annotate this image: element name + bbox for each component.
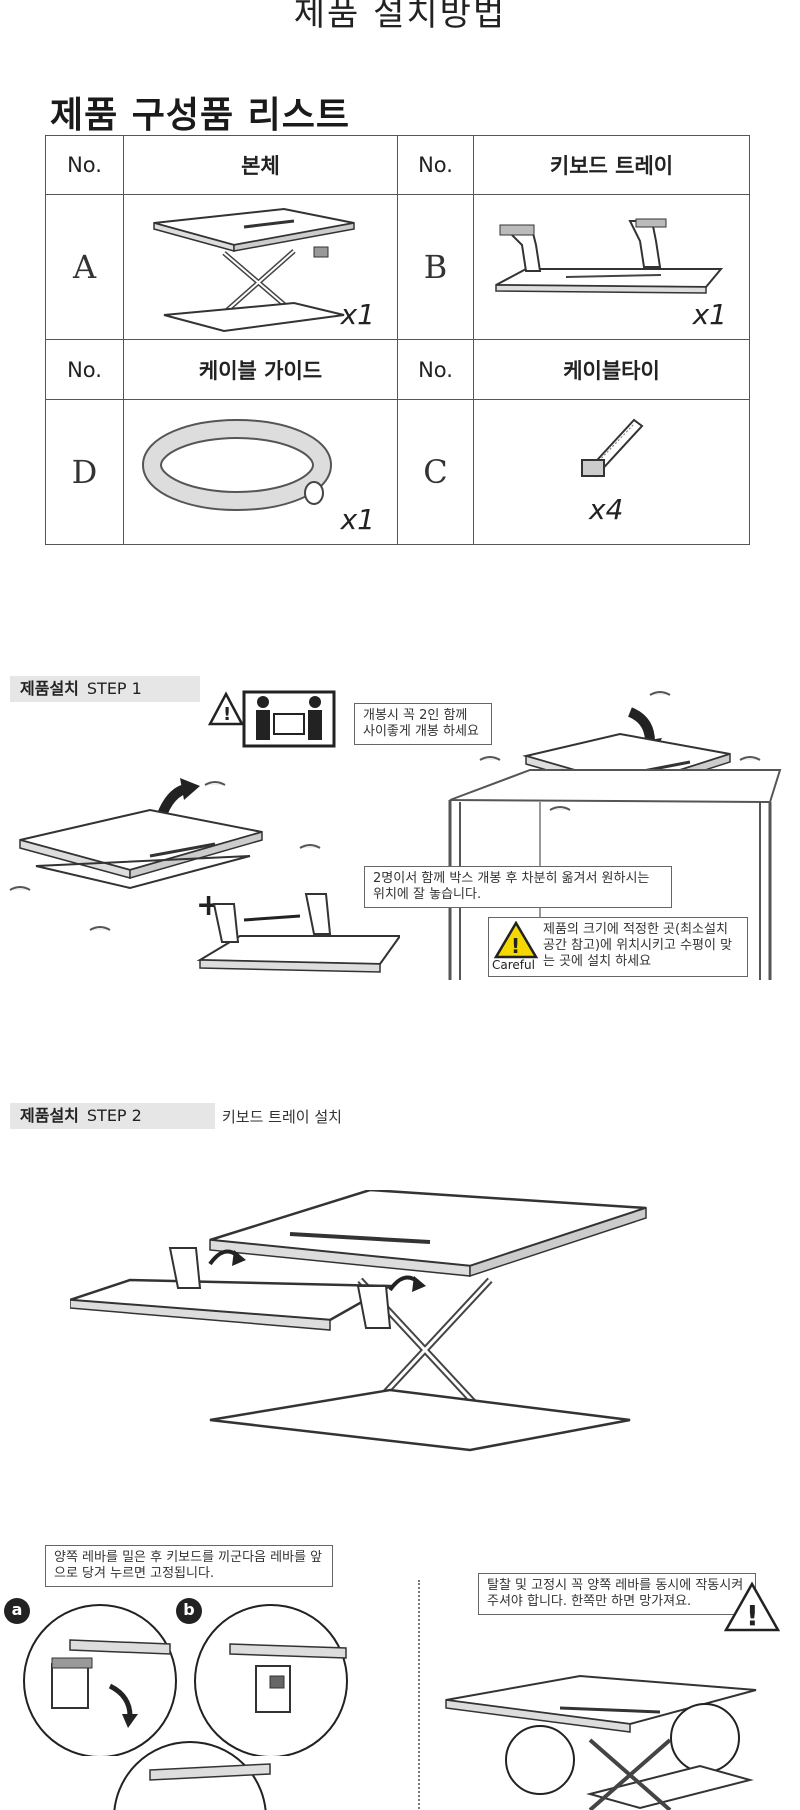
step1-label-step: STEP 1 — [86, 679, 142, 698]
part-header-keyboard-tray: 키보드 트레이 — [473, 134, 750, 196]
svg-text:!: ! — [511, 934, 520, 958]
part-letter-d: D — [45, 398, 124, 546]
no-header: No. — [45, 339, 124, 400]
part-letter-b: B — [397, 194, 474, 341]
step1-label-bold: 제품설치 — [20, 679, 79, 698]
table-row: No. 본체 No. 키보드 트레이 — [45, 134, 750, 196]
note-lever-lock: 양쪽 레바를 밀은 후 키보드를 끼군다음 레바를 앞으로 당겨 누르면 고정됩… — [45, 1545, 333, 1587]
caution-icon: ! — [494, 921, 538, 959]
parts-table: No. 본체 No. 키보드 트레이 A x1 B — [45, 134, 750, 546]
part-letter-a: A — [45, 194, 124, 341]
desk-placement-illustration — [448, 691, 782, 980]
careful-label: Careful — [492, 958, 535, 972]
part-header-main-body: 본체 — [123, 134, 398, 196]
cable-tie-icon — [581, 418, 644, 477]
part-cell-cable-guide: x1 — [123, 398, 398, 546]
lever-detail-a-illustration — [23, 1604, 177, 1756]
step1-label: 제품설치 STEP 1 — [10, 676, 200, 702]
badge-b: b — [176, 1598, 202, 1624]
part-header-cable-guide: 케이블 가이드 — [123, 339, 398, 400]
part-cell-main-body: x1 — [123, 194, 398, 341]
part-qty: x1 — [340, 503, 375, 536]
desk-unboxing-illustration: + — [9, 778, 400, 973]
part-qty: x1 — [692, 298, 727, 332]
note-move-and-place: 2명이서 함께 박스 개봉 후 차분히 옮겨서 원하시는 위치에 잘 놓습니다. — [364, 866, 672, 908]
desk-converter-icon — [153, 208, 355, 333]
no-header: No. — [397, 134, 474, 196]
part-cell-cable-tie: x4 — [473, 398, 750, 546]
table-row: D x1 C x4 — [45, 398, 750, 546]
desk-lever-overview-illustration — [445, 1674, 757, 1810]
step2-label-bold: 제품설치 — [20, 1106, 79, 1125]
note-two-person: 개봉시 꼭 2인 함께 사이좋게 개봉 하세요 — [354, 703, 492, 745]
part-qty: x4 — [589, 493, 624, 526]
step2-description: 키보드 트레이 설치 — [222, 1108, 342, 1126]
note-both-levers-warning: 탈찰 및 고정시 꼭 양쪽 레바를 동시에 작동시켜 주셔야 합니다. 한쪽만 … — [478, 1573, 756, 1615]
svg-text:!: ! — [746, 1599, 759, 1632]
part-cell-keyboard-tray: x1 — [473, 194, 750, 341]
part-header-cable-tie: 케이블타이 — [473, 339, 750, 400]
parts-list-title: 제품 구성품 리스트 — [50, 95, 351, 136]
part-letter-c: C — [397, 398, 474, 546]
badge-a: a — [4, 1598, 30, 1624]
svg-text:!: ! — [223, 704, 231, 725]
step2-label: 제품설치 STEP 2 — [10, 1103, 215, 1129]
page-title: 제품 설치방법 — [293, 0, 507, 34]
keyboard-tray-install-illustration — [70, 1190, 647, 1452]
table-row: No. 케이블 가이드 No. 케이블타이 — [45, 339, 750, 400]
no-header: No. — [397, 339, 474, 400]
no-header: No. — [45, 134, 124, 196]
cable-guide-icon — [142, 418, 332, 511]
part-qty: x1 — [340, 298, 375, 332]
step2-label-step: STEP 2 — [86, 1106, 142, 1125]
two-person-warning-icon: ! — [208, 690, 336, 748]
warning-icon: ! — [724, 1582, 780, 1632]
lever-detail-c-illustration — [113, 1741, 271, 1810]
section-divider — [418, 1580, 420, 1809]
table-row: A x1 B — [45, 194, 750, 341]
lever-detail-b-illustration — [194, 1604, 348, 1756]
keyboard-tray-icon — [495, 218, 724, 294]
